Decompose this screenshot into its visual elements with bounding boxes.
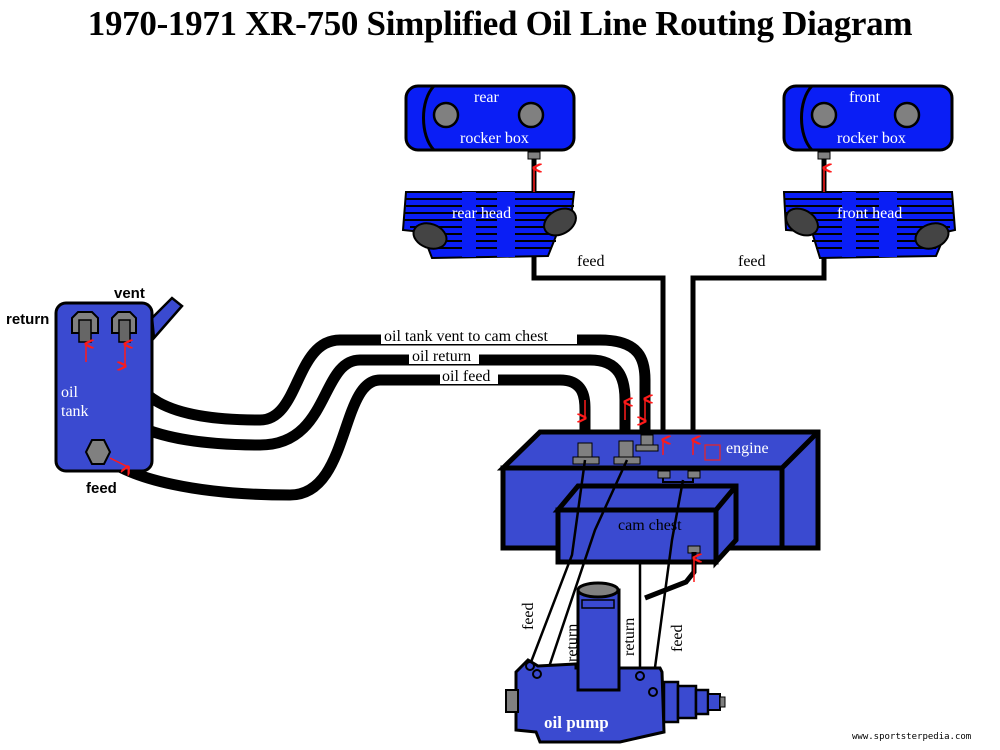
rear-rocker-box-label-1: rear <box>474 89 500 106</box>
tank-feed-port-label: feed <box>86 480 117 497</box>
pump-return-right-label: return <box>621 618 638 656</box>
front-head-label: front head <box>837 205 902 222</box>
oil-pump: oil pump <box>505 581 726 744</box>
oil-tank: oil tank <box>54 296 184 473</box>
oil-tank-label-2: tank <box>61 403 89 420</box>
front-feed-label: feed <box>738 253 766 270</box>
tank-return-port-label: return <box>6 311 49 328</box>
return-hose-label: oil return <box>412 348 471 365</box>
pump-return-left-label: return <box>564 624 581 662</box>
pump-feed-left-label: feed <box>520 602 537 630</box>
pump-feed-right-label: feed <box>669 624 686 652</box>
site-credit: www.sportsterpedia.com <box>852 732 971 742</box>
rear-head-label: rear head <box>452 205 511 222</box>
tank-vent-port-label: vent <box>114 285 145 302</box>
pump-lines <box>526 459 685 691</box>
cam-chest: cam chest <box>552 483 739 569</box>
rear-head: rear head <box>401 191 577 260</box>
rear-rocker-box-label-2: rocker box <box>460 130 529 147</box>
front-rocker-box-label-1: front <box>849 89 881 106</box>
front-rocker-box: front rocker box <box>782 84 954 160</box>
oil-tank-label-1: oil <box>61 384 78 401</box>
oil-pump-label: oil pump <box>544 713 609 732</box>
feed-hose <box>98 374 591 501</box>
front-rocker-box-label-2: rocker box <box>837 130 906 147</box>
feed-hose-label: oil feed <box>442 368 490 385</box>
vent-hose-label: oil tank vent to cam chest <box>384 328 549 345</box>
diagram-title: 1970-1971 XR-750 Simplified Oil Line Rou… <box>87 4 913 43</box>
rear-feed-label: feed <box>577 253 605 270</box>
rear-rocker-box: rear rocker box <box>404 84 576 160</box>
flow-arrow <box>109 457 128 467</box>
cam-chest-label: cam chest <box>618 517 682 534</box>
front-head: front head <box>782 191 957 260</box>
engine-label: engine <box>726 440 769 457</box>
